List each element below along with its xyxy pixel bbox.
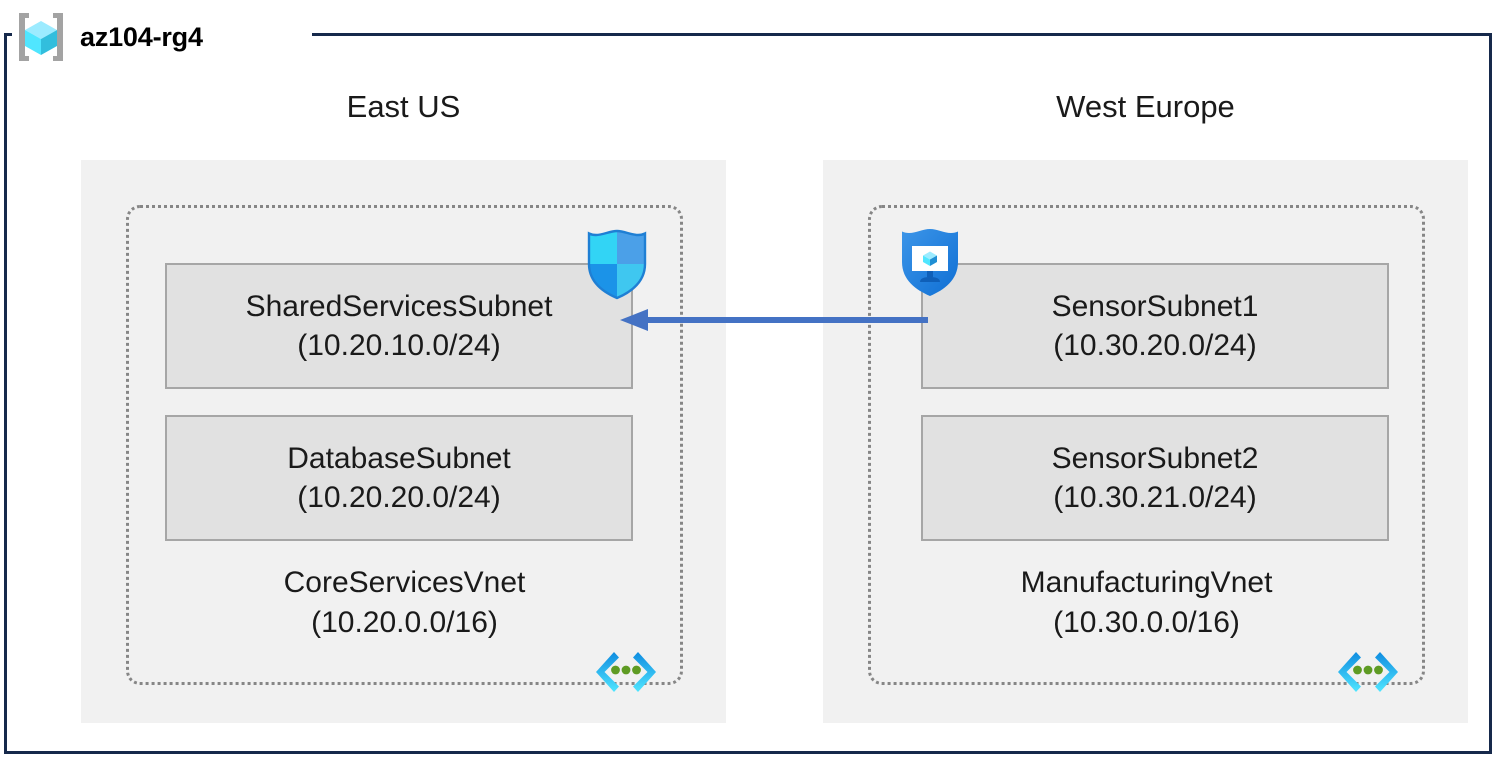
resource-group-name: az104-rg4 xyxy=(80,21,203,52)
resource-group-frame xyxy=(4,33,1492,754)
vnet-name-core-services: CoreServicesVnet (10.20.0.0/16) xyxy=(129,563,680,643)
subnet-database[interactable]: DatabaseSubnet (10.20.20.0/24) xyxy=(165,415,633,541)
vnet-name-manufacturing: ManufacturingVnet (10.30.0.0/16) xyxy=(871,563,1422,643)
subnet-name: SensorSubnet2 xyxy=(1051,442,1259,475)
subnet-name: SharedServicesSubnet xyxy=(245,290,553,323)
resource-group-header: az104-rg4 xyxy=(12,10,203,64)
region-label-west-europe: West Europe xyxy=(1056,89,1235,124)
subnet-cidr: (10.30.21.0/24) xyxy=(1053,481,1257,514)
region-label-east-us: East US xyxy=(346,89,461,124)
resource-group-icon xyxy=(12,8,70,66)
subnet-sensor-2[interactable]: SensorSubnet2 (10.30.21.0/24) xyxy=(921,415,1389,541)
vnet-cidr-text: (10.30.0.0/16) xyxy=(1053,605,1240,639)
vnet-name-text: CoreServicesVnet xyxy=(283,566,526,599)
subnet-cidr: (10.30.20.0/24) xyxy=(1053,329,1257,362)
subnet-name: SensorSubnet1 xyxy=(1051,290,1259,323)
subnet-shared-services[interactable]: SharedServicesSubnet (10.20.10.0/24) xyxy=(165,263,633,389)
defender-for-servers-shield-icon xyxy=(897,226,963,298)
subnet-cidr: (10.20.10.0/24) xyxy=(297,329,501,362)
subnet-cidr: (10.20.20.0/24) xyxy=(297,481,501,514)
network-security-group-shield-icon xyxy=(584,228,650,300)
vnet-manufacturing[interactable]: SensorSubnet1 (10.30.20.0/24) xyxy=(868,205,1425,692)
subnet-name: DatabaseSubnet xyxy=(287,442,511,475)
vnet-core-services[interactable]: SharedServicesSubnet (10.20.10.0/24) xyxy=(126,205,683,692)
vnet-peering-arrow xyxy=(618,303,930,337)
virtual-network-icon xyxy=(595,650,657,694)
vnet-name-text: ManufacturingVnet xyxy=(1020,566,1273,599)
vnet-cidr-text: (10.20.0.0/16) xyxy=(311,605,498,639)
subnet-sensor-1[interactable]: SensorSubnet1 (10.30.20.0/24) xyxy=(921,263,1389,389)
virtual-network-icon xyxy=(1337,650,1399,694)
